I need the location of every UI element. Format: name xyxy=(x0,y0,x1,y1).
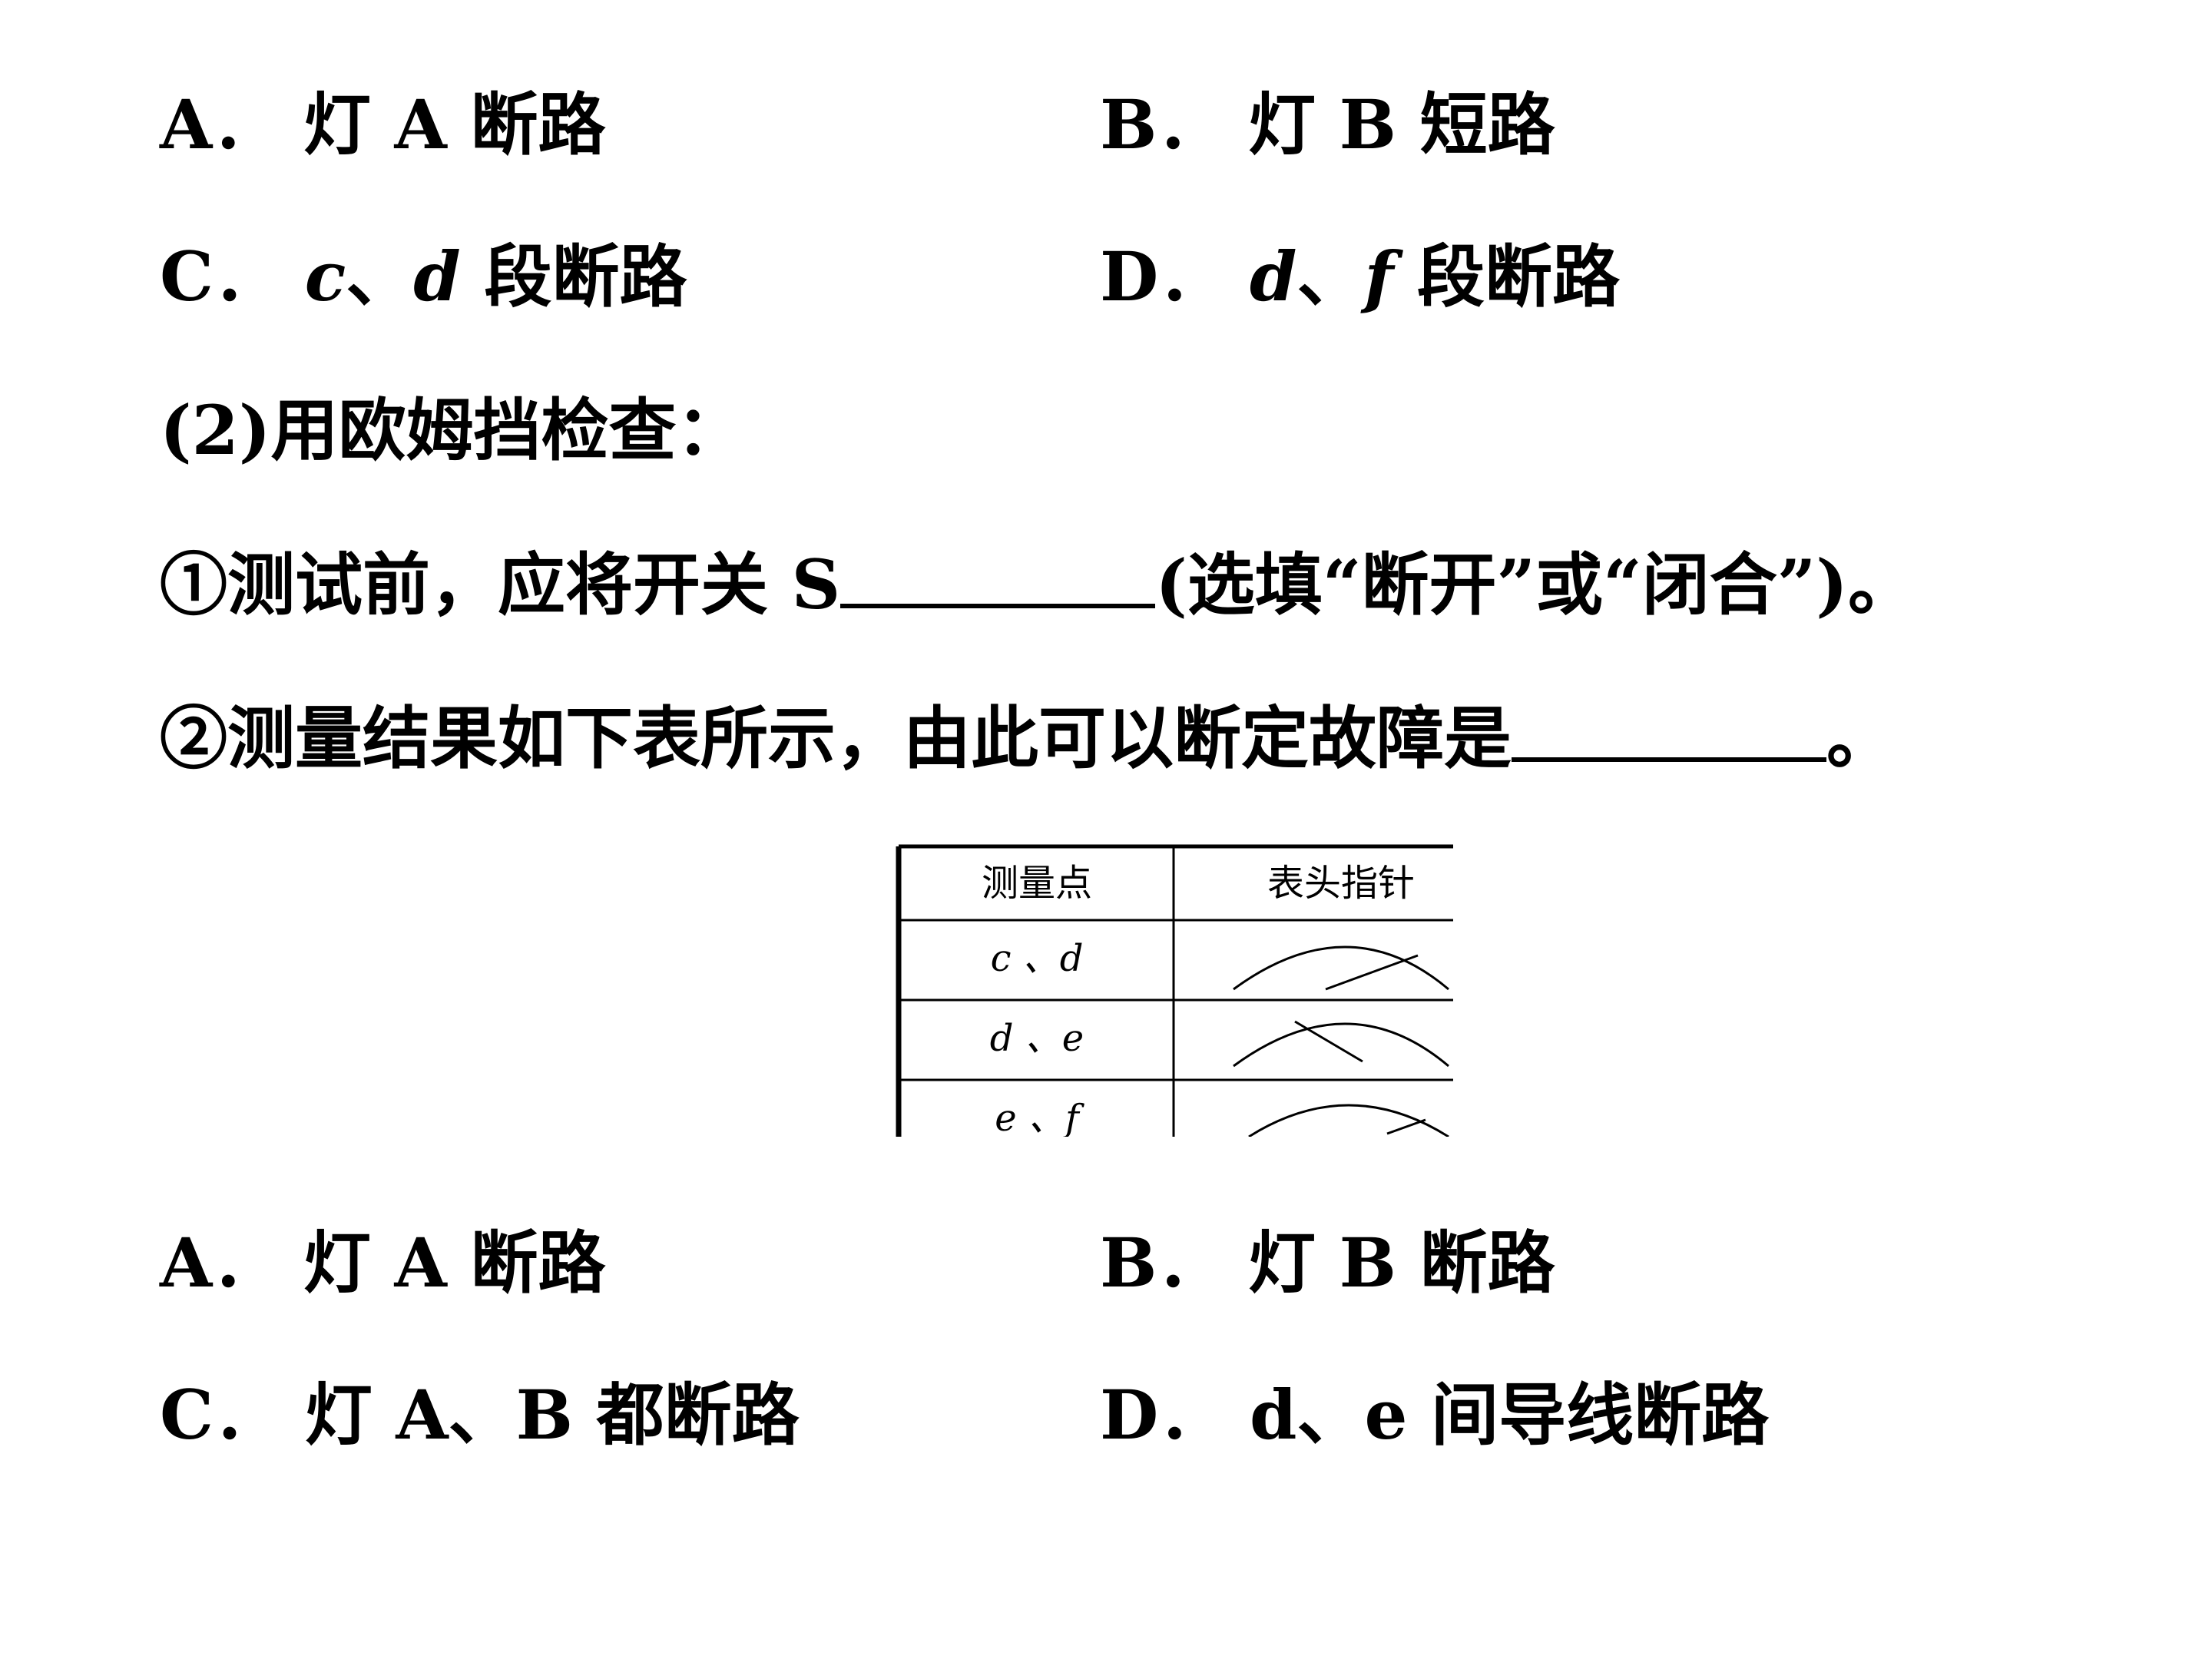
dial-arc xyxy=(1233,1022,1449,1068)
meter-dial-icon xyxy=(1233,1020,1449,1068)
table-row-point: d 、e xyxy=(990,1017,1084,1060)
option-var-2: f xyxy=(1364,237,1394,316)
step1-line: ①测试前，应将开关 S(选填“断开”或“闭合”)。 xyxy=(160,550,1916,618)
option-text: 段断路 xyxy=(1393,237,1621,316)
option-var-2: d xyxy=(413,237,461,316)
q2-option-c: C． 灯 A、B 都断路 xyxy=(160,1381,800,1449)
option-letter: B． xyxy=(1100,1223,1225,1303)
option-var-1: c xyxy=(304,237,346,316)
option-text: 段断路 xyxy=(460,237,687,316)
dial-needle xyxy=(1325,954,1419,991)
table-row-point: c 、d xyxy=(991,937,1084,980)
option-sep: 、 xyxy=(1296,237,1365,316)
table-row-point: e 、f xyxy=(995,1097,1084,1137)
dial-arc xyxy=(1248,1104,1449,1137)
q2-option-a: A． 灯 A 断路 xyxy=(160,1229,605,1296)
answer-blank-1[interactable] xyxy=(840,550,1156,608)
meter-dial-icon xyxy=(1233,945,1449,991)
step1-prefix: ①测试前，应将开关 S xyxy=(160,545,841,624)
option-text: 灯 A 断路 xyxy=(303,1223,606,1303)
q1-option-d: D． d、f 段断路 xyxy=(1100,243,1620,310)
dial-needle xyxy=(1294,1020,1363,1063)
table-header-pointer: 表头指针 xyxy=(1267,862,1415,905)
dial-needle xyxy=(1386,1118,1426,1135)
part2-heading: (2)用欧姆挡检查： xyxy=(160,390,744,470)
option-text: 灯 A、B 都断路 xyxy=(304,1375,800,1455)
option-sep: 、 xyxy=(346,237,414,316)
option-text: 灯 B 断路 xyxy=(1248,1223,1555,1303)
option-letter: C． xyxy=(160,237,282,316)
option-letter: D． xyxy=(1100,237,1227,316)
answer-blank-2[interactable] xyxy=(1512,704,1827,762)
step2-line: ②测量结果如下表所示，由此可以断定故障是。 xyxy=(160,704,1894,772)
meter-dial-icon xyxy=(1248,1104,1449,1137)
measurement-table: 测量点 表头指针 c 、d d 、e e 、f xyxy=(896,843,1453,1137)
option-letter: A． xyxy=(160,84,280,164)
dial-arc xyxy=(1233,945,1449,991)
q2-option-d: D． d、e 间导线断路 xyxy=(1100,1381,1769,1449)
q2-option-b: B． 灯 B 断路 xyxy=(1100,1229,1555,1296)
option-letter: B． xyxy=(1100,84,1225,164)
option-text: d、e 间导线断路 xyxy=(1249,1375,1770,1455)
option-letter: C． xyxy=(160,1375,282,1455)
step2-suffix: 。 xyxy=(1826,698,1895,778)
table-header-point: 测量点 xyxy=(982,862,1092,905)
q1-option-a: A． 灯 A 断路 xyxy=(160,91,605,158)
option-letter: A． xyxy=(160,1223,280,1303)
option-letter: D． xyxy=(1100,1375,1227,1455)
q1-option-b: B． 灯 B 短路 xyxy=(1100,91,1555,158)
option-text: 灯 B 短路 xyxy=(1248,84,1555,164)
option-text: 灯 A 断路 xyxy=(303,84,606,164)
q1-option-c: C． c、d 段断路 xyxy=(160,243,687,310)
option-var-1: d xyxy=(1249,237,1297,316)
step2-prefix: ②测量结果如下表所示，由此可以断定故障是 xyxy=(160,698,1512,778)
step1-suffix: (选填“断开”或“闭合”)。 xyxy=(1155,545,1916,624)
